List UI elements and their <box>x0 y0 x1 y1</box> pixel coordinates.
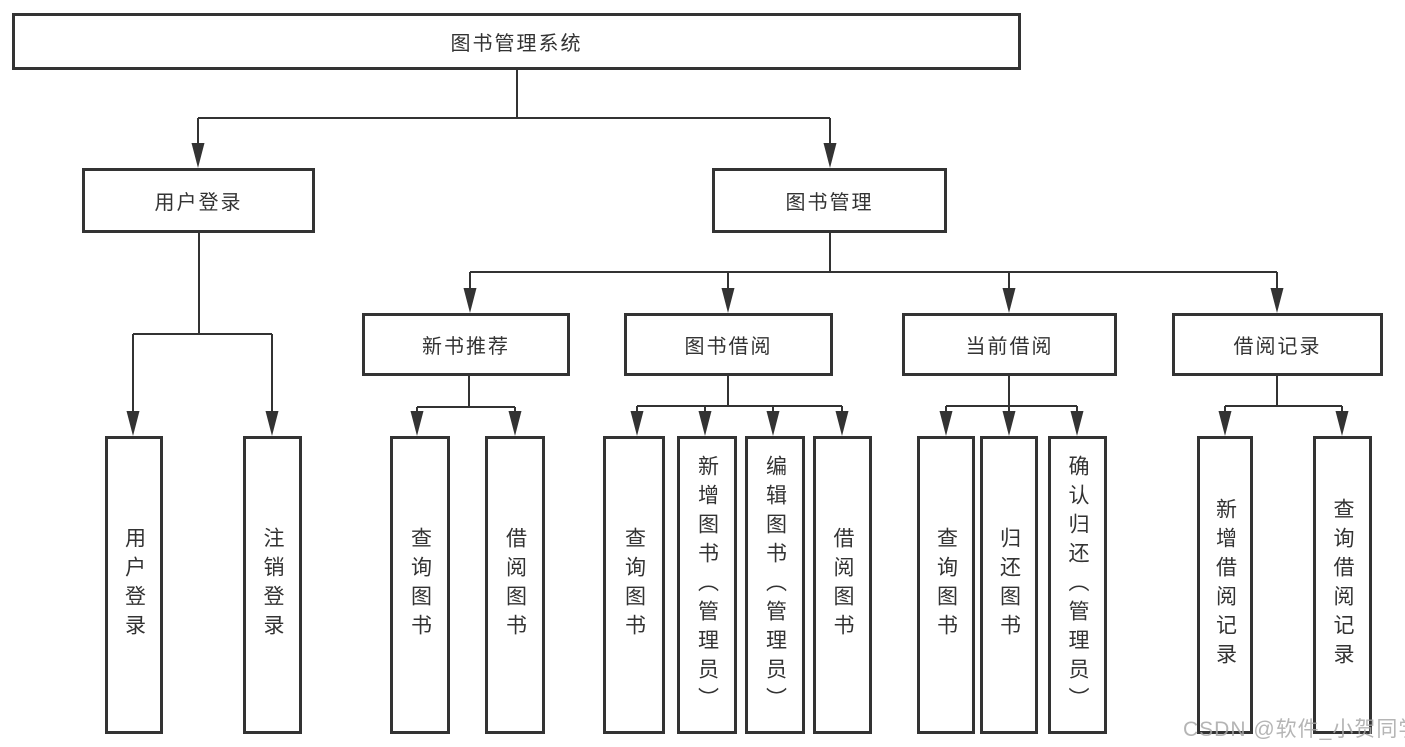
node-confirm-return-admin: 确认归还（管理员） <box>1048 436 1107 734</box>
edge-borrow-to-leaves <box>630 376 849 436</box>
node-query-books-recommend: 查询图书 <box>390 436 450 734</box>
node-query-books-current: 查询图书 <box>917 436 975 734</box>
node-current-borrowing: 当前借阅 <box>902 313 1117 376</box>
csdn-watermark: CSDN @软件_小贺同学 <box>1183 718 1405 741</box>
edge-newrec-to-leaves <box>410 376 522 436</box>
edge-current-to-leaves <box>939 376 1084 436</box>
edge-records-to-leaves <box>1218 376 1349 436</box>
node-label: 用户登录 <box>154 192 243 214</box>
node-add-borrow-record: 新增借阅记录 <box>1197 436 1253 734</box>
node-logout: 注销登录 <box>243 436 302 734</box>
node-query-books-borrowing: 查询图书 <box>603 436 665 734</box>
node-label: 借阅图书 <box>831 527 854 643</box>
node-label: 查询图书 <box>408 527 432 643</box>
node-label: 图书管理系统 <box>450 33 583 55</box>
node-label: 归还图书 <box>997 527 1021 643</box>
node-user-login-group: 用户登录 <box>82 168 315 233</box>
node-library-management-system: 图书管理系统 <box>12 13 1021 70</box>
node-return-books: 归还图书 <box>980 436 1038 734</box>
node-borrow-books-recommend: 借阅图书 <box>485 436 545 734</box>
node-book-management-group: 图书管理 <box>712 168 947 233</box>
node-label: 查询图书 <box>934 527 958 643</box>
node-label: 图书管理 <box>785 192 874 214</box>
edge-userlogin-to-leaves <box>126 233 279 436</box>
node-label: 新增图书（管理员） <box>695 454 719 716</box>
node-new-book-recommend: 新书推荐 <box>362 313 570 376</box>
node-user-login: 用户登录 <box>105 436 163 734</box>
node-label: 查询借阅记录 <box>1331 498 1354 672</box>
node-label: 确认归还（管理员） <box>1066 454 1089 716</box>
node-query-borrow-record: 查询借阅记录 <box>1313 436 1372 734</box>
node-label: 图书借阅 <box>684 336 773 358</box>
node-label: 查询图书 <box>622 527 646 643</box>
node-add-books-admin: 新增图书（管理员） <box>677 436 737 734</box>
edge-bookmgmt-to-level2 <box>463 233 1284 313</box>
node-label: 新书推荐 <box>422 336 510 358</box>
node-label: 新增借阅记录 <box>1213 498 1237 672</box>
node-label: 用户登录 <box>122 527 146 643</box>
edge-root-to-level1 <box>191 69 837 168</box>
node-borrow-books-borrowing: 借阅图书 <box>813 436 872 734</box>
node-label: 借阅图书 <box>503 527 527 643</box>
node-book-borrowing: 图书借阅 <box>624 313 833 376</box>
node-label: 编辑图书（管理员） <box>763 454 787 716</box>
node-label: 当前借阅 <box>965 336 1054 358</box>
node-label: 注销登录 <box>261 527 284 643</box>
node-label: 借阅记录 <box>1233 336 1322 358</box>
node-borrowing-records: 借阅记录 <box>1172 313 1383 376</box>
node-edit-books-admin: 编辑图书（管理员） <box>745 436 805 734</box>
